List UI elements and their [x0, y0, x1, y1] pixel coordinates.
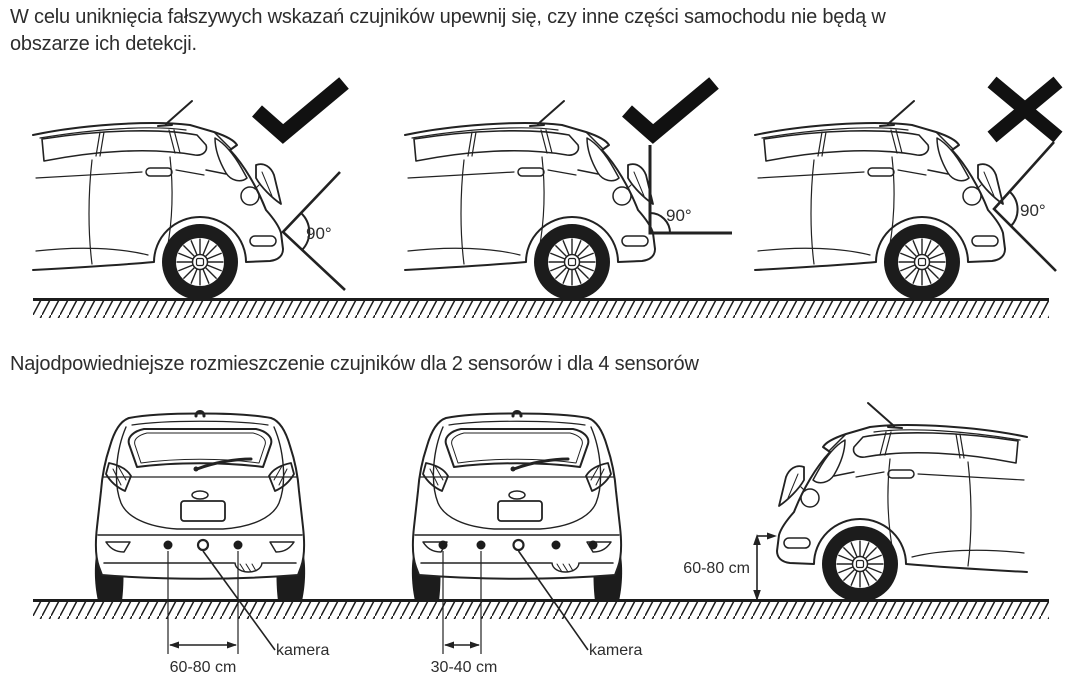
spacing-label: 30-40 cm — [431, 659, 498, 676]
section-heading: Najodpowiedniejsze rozmieszczenie czujni… — [10, 353, 699, 375]
extension-lines — [167, 551, 239, 654]
ground-hatch-bottom — [33, 599, 1049, 619]
dimension-arrowheads — [444, 641, 480, 649]
figure-two-sensor-layout: 60-80 cm kamera — [93, 410, 329, 676]
car-side-illustration — [754, 100, 1006, 301]
figure-angle-bad-high: 90° — [754, 76, 1063, 301]
figure-angle-ok-bumper: 90° — [32, 77, 349, 301]
intro-line-2: obszarze ich detekcji. — [10, 33, 197, 55]
camera-label: kamera — [276, 642, 329, 659]
car-rear-illustration — [93, 410, 307, 603]
angle-arc — [1009, 191, 1019, 227]
sensor-dot-4 — [588, 540, 598, 550]
sensor-axis-line — [992, 141, 1057, 272]
angle-label: 90° — [666, 206, 692, 225]
sensor-axis-line — [281, 171, 346, 291]
car-side-illustration — [404, 100, 656, 301]
height-label: 60-80 cm — [683, 560, 750, 577]
sensor-axis-line — [648, 145, 732, 235]
camera-leader-line — [517, 550, 589, 651]
car-side-illustration — [32, 100, 284, 301]
camera-label: kamera — [589, 642, 642, 659]
figure-angle-ok-vertical: 90° — [404, 77, 732, 301]
sensor-dot-1 — [438, 540, 448, 550]
sensor-dot-right — [233, 540, 243, 550]
extension-lines — [442, 551, 482, 654]
sensor-dot-left — [163, 540, 173, 550]
checkmark-icon — [252, 77, 349, 144]
intro-text: W celu uniknięcia fałszywych wskazań czu… — [10, 4, 1070, 58]
car-side-illustration-mirrored — [776, 402, 1028, 603]
intro-line-1: W celu uniknięcia fałszywych wskazań czu… — [10, 6, 886, 28]
sensor-dot-2 — [476, 540, 486, 550]
sensor-pointer-arrowhead — [767, 532, 777, 540]
camera-dot — [196, 538, 210, 552]
camera-dot — [512, 538, 525, 552]
figure-mount-height: 60-80 cm — [683, 402, 1028, 603]
sensor-dot-3 — [551, 540, 561, 550]
angle-label: 90° — [1020, 201, 1046, 220]
angle-label: 90° — [306, 224, 332, 243]
figure-four-sensor-layout: 30-40 cm kamera — [410, 410, 642, 676]
angle-arc — [300, 212, 311, 251]
spacing-label: 60-80 cm — [170, 659, 237, 676]
ground-hatch-top — [33, 298, 1049, 318]
checkmark-icon — [622, 77, 719, 144]
cross-icon — [987, 76, 1063, 143]
angle-arc — [649, 212, 671, 234]
camera-leader-line — [202, 550, 276, 651]
